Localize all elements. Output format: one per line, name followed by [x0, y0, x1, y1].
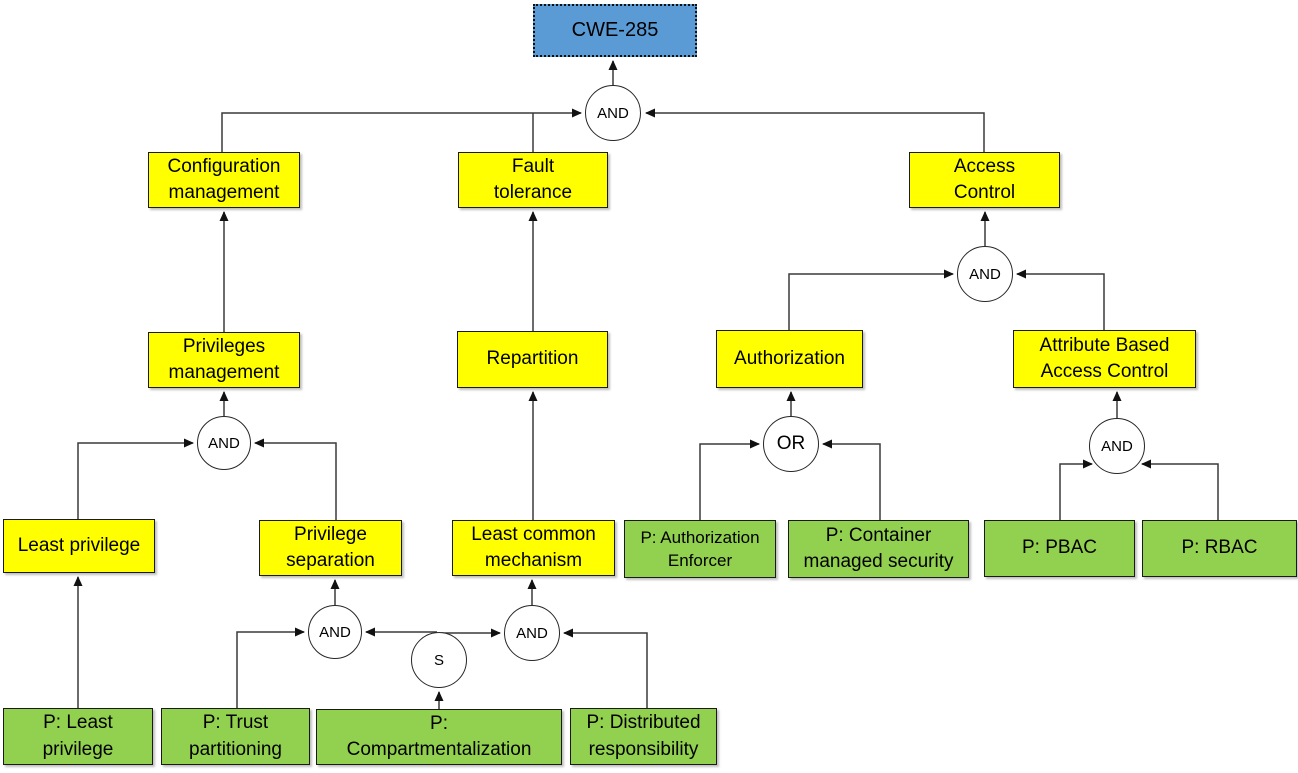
node-p-distributed-responsibility: P: Distributed responsibility	[570, 708, 717, 765]
gate-and-abac: AND	[1089, 418, 1145, 474]
node-least-privilege: Least privilege	[3, 519, 155, 573]
gate-and-separation: AND	[308, 605, 362, 659]
gate-and-access: AND	[957, 246, 1013, 302]
node-cwe-285: CWE-285	[533, 4, 697, 57]
node-privileges-management: Privileges management	[148, 332, 300, 388]
node-repartition: Repartition	[457, 331, 608, 388]
node-p-pbac: P: PBAC	[984, 520, 1135, 577]
gate-and-top: AND	[585, 85, 641, 141]
gate-or-authorization: OR	[763, 416, 819, 472]
node-access-control: Access Control	[909, 152, 1060, 208]
node-p-least-privilege: P: Least privilege	[3, 708, 153, 765]
node-least-common-mechanism: Least common mechanism	[452, 520, 615, 576]
node-p-compartmentalization: P: Compartmentalization	[316, 709, 562, 765]
gate-and-lcm: AND	[504, 605, 560, 661]
node-p-authorization-enforcer: P: Authorization Enforcer	[624, 520, 776, 578]
node-p-trust-partitioning: P: Trust partitioning	[161, 708, 310, 765]
node-authorization: Authorization	[716, 330, 863, 388]
gate-and-privileges: AND	[197, 416, 251, 470]
node-attribute-based-access-control: Attribute Based Access Control	[1013, 330, 1196, 388]
gate-s: S	[411, 632, 467, 688]
node-fault-tolerance: Fault tolerance	[458, 152, 608, 208]
node-configuration-management: Configuration management	[148, 152, 300, 208]
node-p-rbac: P: RBAC	[1142, 520, 1297, 577]
node-privilege-separation: Privilege separation	[259, 520, 402, 576]
node-p-container-managed-security: P: Container managed security	[788, 520, 969, 578]
